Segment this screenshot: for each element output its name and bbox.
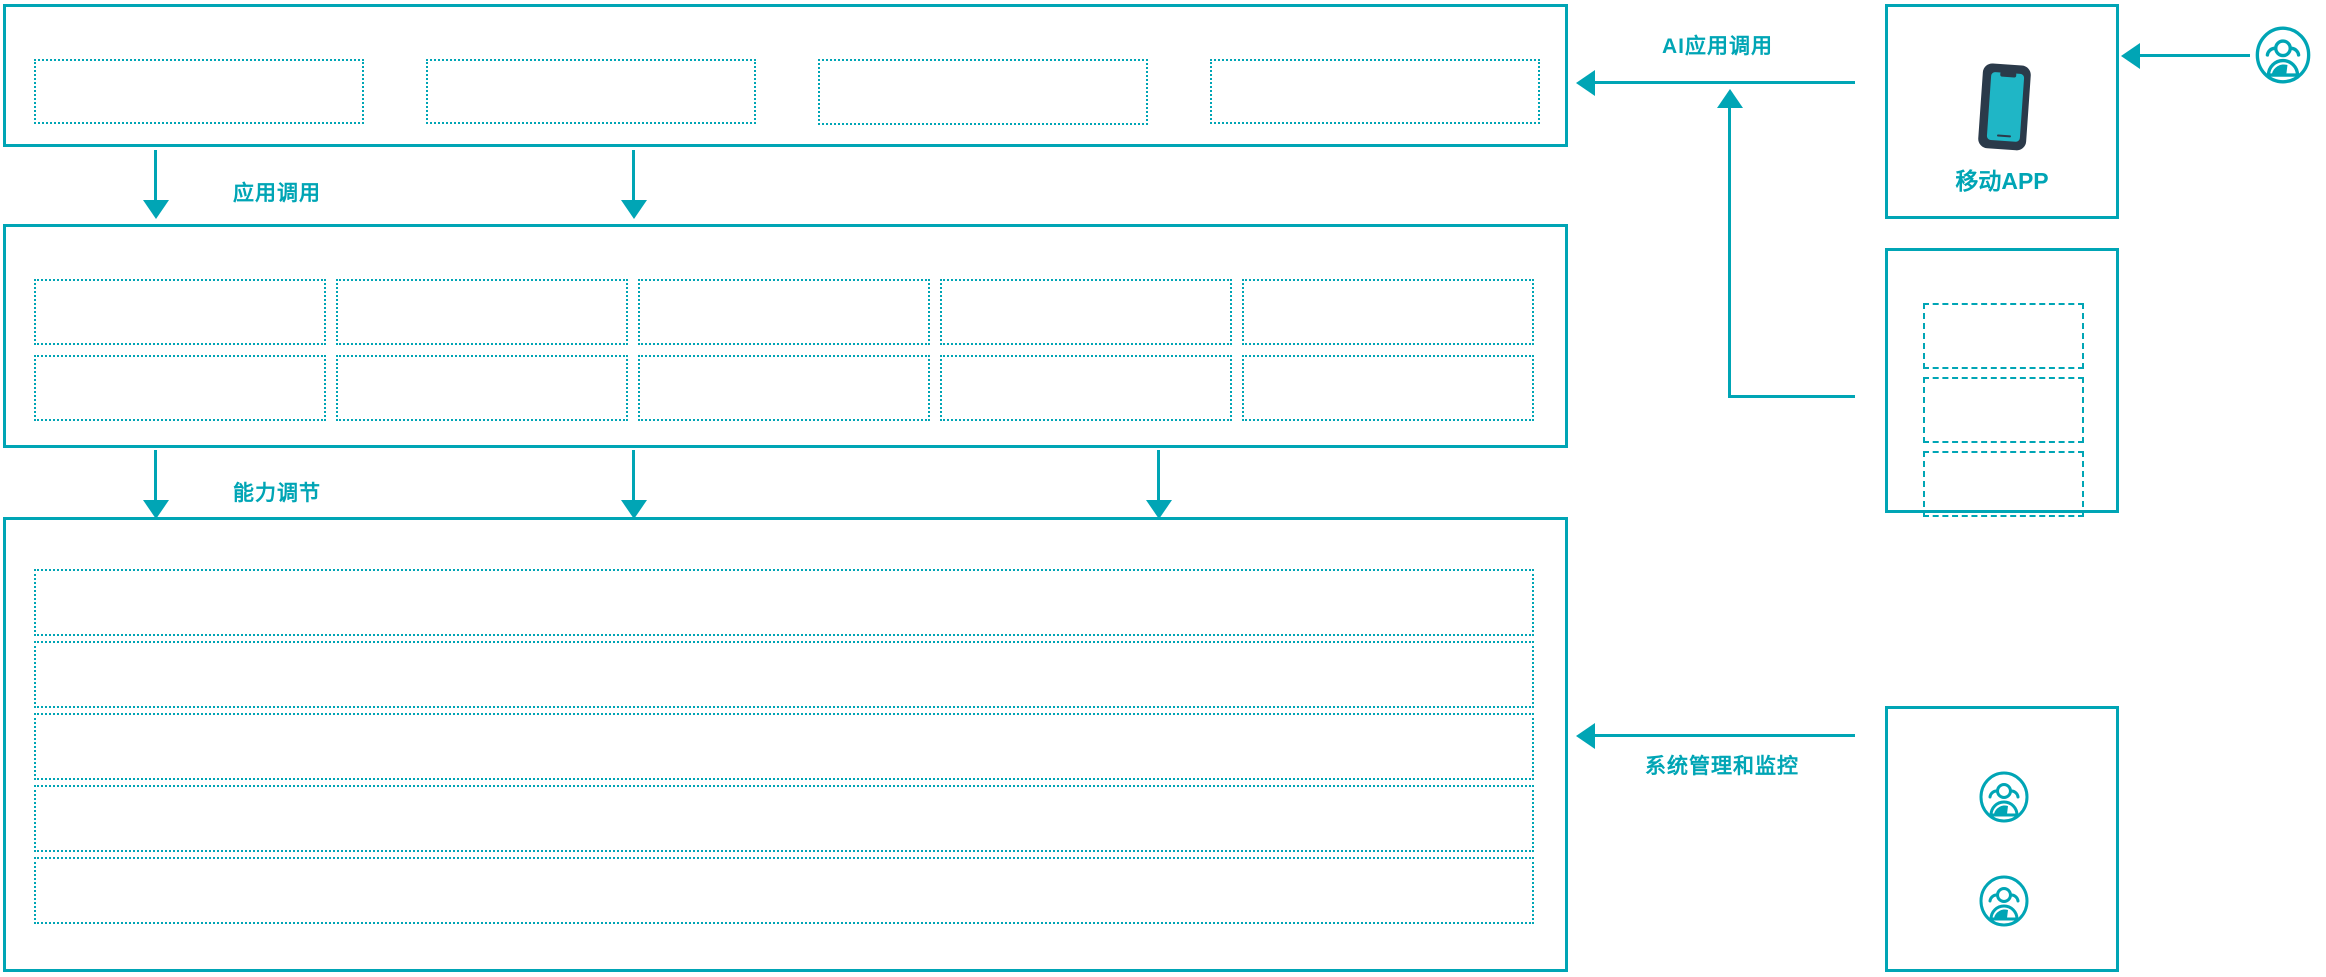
capability-layer-panel: [3, 224, 1568, 448]
flow-app-call-arrowhead-1: [143, 200, 169, 219]
secondary-channel-slot-2[interactable]: [1923, 377, 2084, 443]
flow-app-call-arrowhead-2: [621, 200, 647, 219]
secondary-channel-slot-3[interactable]: [1923, 451, 2084, 517]
flow-ai-app-call-arrowhead: [1576, 70, 1595, 96]
flow-capability-line-1: [154, 450, 157, 502]
flow-ai-app-call-riser-base: [1728, 395, 1855, 398]
mobile-phone-icon: [1976, 62, 2036, 152]
flow-capability-arrowhead-3: [1146, 500, 1172, 519]
users-group-icon-2: [1978, 875, 2030, 927]
flow-app-call-label: 应用调用: [233, 182, 321, 205]
application-slot-4[interactable]: [1210, 59, 1540, 124]
capability-slot-r2c3[interactable]: [638, 355, 930, 421]
flow-app-call-line-1: [154, 150, 157, 202]
application-slot-1[interactable]: [34, 59, 364, 124]
flow-ai-app-call-riser: [1728, 108, 1731, 398]
secondary-channel-panel[interactable]: [1885, 248, 2119, 517]
flow-sys-monitor-arrowhead: [1576, 723, 1595, 749]
flow-sys-monitor-line: [1595, 734, 1855, 737]
flow-capability-arrowhead-2: [621, 500, 647, 519]
platform-slot-3[interactable]: [34, 713, 1534, 780]
flow-sys-monitor-label: 系统管理和监控: [1645, 755, 1799, 778]
external-actor-flow-arrowhead: [2121, 43, 2140, 69]
mobile-app-panel-label: 移动APP: [1955, 168, 2049, 194]
capability-slot-r2c5[interactable]: [1242, 355, 1534, 421]
external-actor-flow-line: [2140, 54, 2250, 57]
flow-app-call-line-2: [632, 150, 635, 202]
capability-slot-r1c3[interactable]: [638, 279, 930, 345]
capability-slot-r1c2[interactable]: [336, 279, 628, 345]
platform-slot-4[interactable]: [34, 785, 1534, 852]
flow-ai-app-call-riser-arrowhead: [1717, 89, 1743, 108]
flow-capability-line-3: [1157, 450, 1160, 502]
application-slot-2[interactable]: [426, 59, 756, 124]
platform-slot-5[interactable]: [34, 857, 1534, 924]
capability-slot-r1c4[interactable]: [940, 279, 1232, 345]
capability-slot-r1c5[interactable]: [1242, 279, 1534, 345]
secondary-channel-slot-1[interactable]: [1923, 303, 2084, 369]
platform-slot-2[interactable]: [34, 641, 1534, 708]
users-group-icon-1: [1978, 771, 2030, 823]
capability-slot-r2c1[interactable]: [34, 355, 326, 421]
platform-slot-1[interactable]: [34, 569, 1534, 636]
mobile-app-panel[interactable]: 移动APP: [1885, 4, 2119, 219]
platform-layer-panel: [3, 517, 1568, 972]
flow-capability-arrowhead-1: [143, 500, 169, 519]
capability-slot-r2c4[interactable]: [940, 355, 1232, 421]
flow-ai-app-call-label: AI应用调用: [1662, 35, 1773, 58]
flow-ai-app-call-line: [1595, 81, 1855, 84]
application-slot-3[interactable]: [818, 59, 1148, 125]
flow-capability-label: 能力调节: [233, 482, 321, 505]
flow-capability-line-2: [632, 450, 635, 502]
capability-slot-r1c1[interactable]: [34, 279, 326, 345]
external-user-icon[interactable]: [2254, 26, 2312, 84]
users-panel[interactable]: [1885, 706, 2119, 972]
capability-slot-r2c2[interactable]: [336, 355, 628, 421]
